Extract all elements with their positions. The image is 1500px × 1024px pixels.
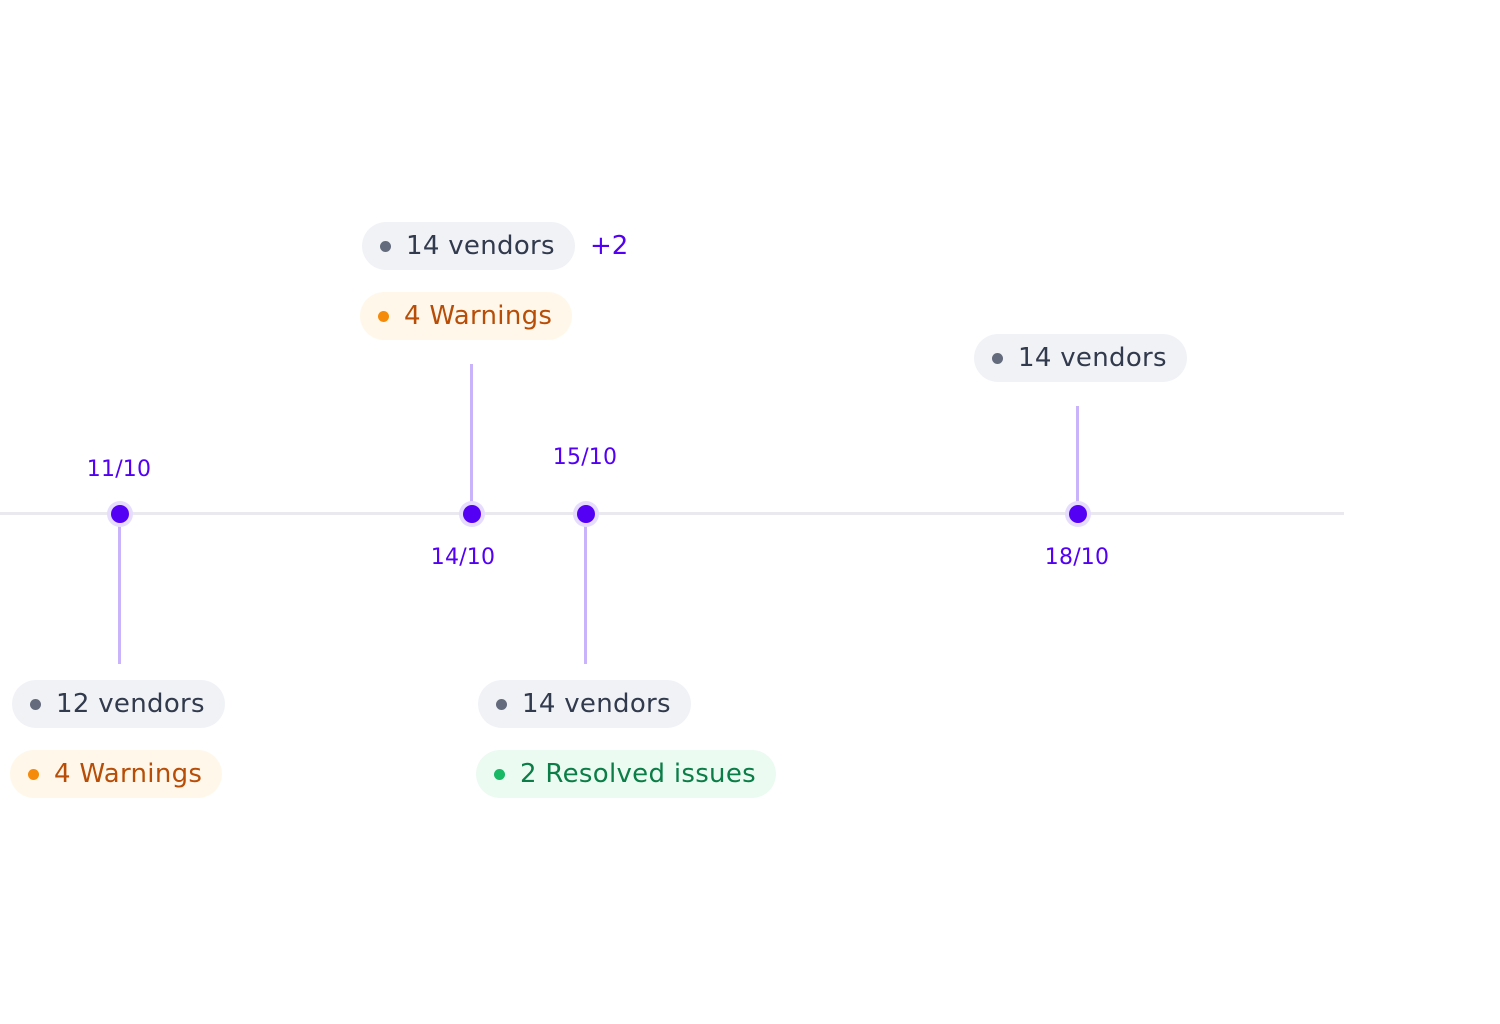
event-date-label: 15/10: [552, 445, 618, 470]
event-date-label: 14/10: [430, 545, 496, 570]
vendors-badge[interactable]: 12 vendors: [12, 680, 225, 728]
vendors-badge[interactable]: 14 vendors: [362, 222, 575, 270]
event-marker-18-10[interactable]: [1065, 501, 1091, 527]
success-dot-icon: [494, 768, 505, 780]
connector-line: [470, 364, 473, 514]
timeline-axis: [0, 512, 1344, 515]
badge-label: 12 vendors: [56, 689, 205, 719]
vendors-badge[interactable]: 14 vendors: [974, 334, 1187, 382]
connector-line: [1076, 406, 1079, 514]
badge-label: 4 Warnings: [54, 759, 203, 789]
warnings-badge[interactable]: 4 Warnings: [10, 750, 223, 798]
connector-line: [584, 514, 587, 664]
event-date-label: 18/10: [1044, 545, 1110, 570]
status-dot-icon: [30, 698, 41, 710]
resolved-issues-badge[interactable]: 2 Resolved issues: [476, 750, 776, 798]
connector-line: [118, 514, 121, 664]
status-dot-icon: [380, 240, 391, 252]
more-tags-link[interactable]: +2: [590, 231, 629, 261]
warning-dot-icon: [378, 310, 389, 322]
warning-dot-icon: [28, 768, 39, 780]
event-marker-11-10[interactable]: [107, 501, 133, 527]
event-date-label: 11/10: [86, 457, 152, 482]
badge-label: 14 vendors: [1018, 343, 1167, 373]
badge-label: 14 vendors: [522, 689, 671, 719]
badge-label: 4 Warnings: [404, 301, 553, 331]
status-dot-icon: [496, 698, 507, 710]
badge-label: 2 Resolved issues: [520, 759, 756, 789]
warnings-badge[interactable]: 4 Warnings: [360, 292, 573, 340]
event-marker-14-10[interactable]: [459, 501, 485, 527]
vendors-badge[interactable]: 14 vendors: [478, 680, 691, 728]
status-dot-icon: [992, 352, 1003, 364]
badge-label: 14 vendors: [406, 231, 555, 261]
event-marker-15-10[interactable]: [573, 501, 599, 527]
